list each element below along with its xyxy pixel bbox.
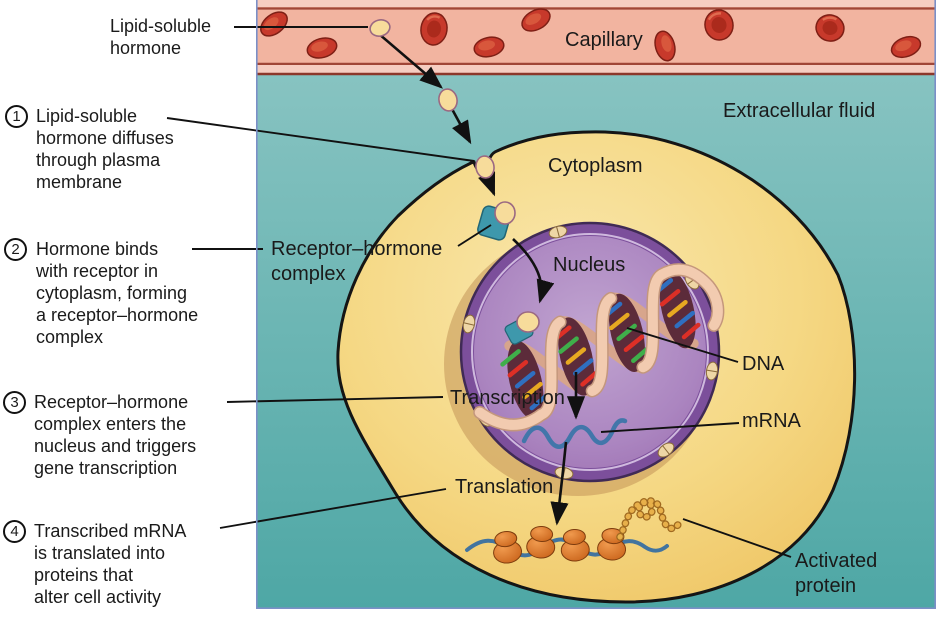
step-1-text: Lipid-soluble hormone diffuses through p… <box>36 106 174 192</box>
hormone-dot <box>475 155 495 179</box>
step-1-number: 1 <box>5 105 28 128</box>
label-mrna: mRNA <box>742 410 801 432</box>
step-2-text: Hormone binds with receptor in cytoplasm… <box>36 239 199 347</box>
activated-protein-chain <box>616 497 685 541</box>
step-4-text: Transcribed mRNA is translated into prot… <box>34 521 187 607</box>
hormone-dot <box>516 311 540 333</box>
capillary-vessel <box>256 0 936 76</box>
hormone-diffusion-path <box>369 19 555 304</box>
ribosomes <box>493 526 627 564</box>
red-blood-cells <box>260 8 922 62</box>
label-lipid-soluble-hormone: Lipid-soluble hormone <box>110 16 212 58</box>
label-extracellular-fluid: Extracellular fluid <box>723 100 876 122</box>
label-capillary: Capillary <box>565 29 643 51</box>
translation-arrow <box>550 441 569 526</box>
figure-border <box>256 0 936 609</box>
step-3-number: 3 <box>3 391 26 414</box>
receptor-hormone-complex <box>477 201 516 241</box>
label-translation: Translation <box>455 476 554 498</box>
mrna-strand-nucleus <box>521 418 628 449</box>
hormone-dot <box>494 201 516 225</box>
hormone-dot <box>369 19 391 37</box>
label-dna: DNA <box>742 353 785 375</box>
dna-helix <box>473 263 725 432</box>
step-2-number: 2 <box>4 238 27 261</box>
step-4-number: 4 <box>3 520 26 543</box>
step-3-text: Receptor–hormone complex enters the nucl… <box>34 392 197 478</box>
label-nucleus: Nucleus <box>553 254 626 276</box>
hormone-dot <box>438 88 458 112</box>
label-receptor-hormone-complex: Receptor–hormone complex <box>271 238 443 285</box>
nuclear-pores <box>462 225 719 480</box>
label-transcription: Transcription <box>450 387 565 409</box>
label-activated-protein: Activated protein <box>795 550 878 597</box>
receptor-hormone-complex-on-dna <box>504 311 540 345</box>
label-cytoplasm: Cytoplasm <box>548 155 643 177</box>
